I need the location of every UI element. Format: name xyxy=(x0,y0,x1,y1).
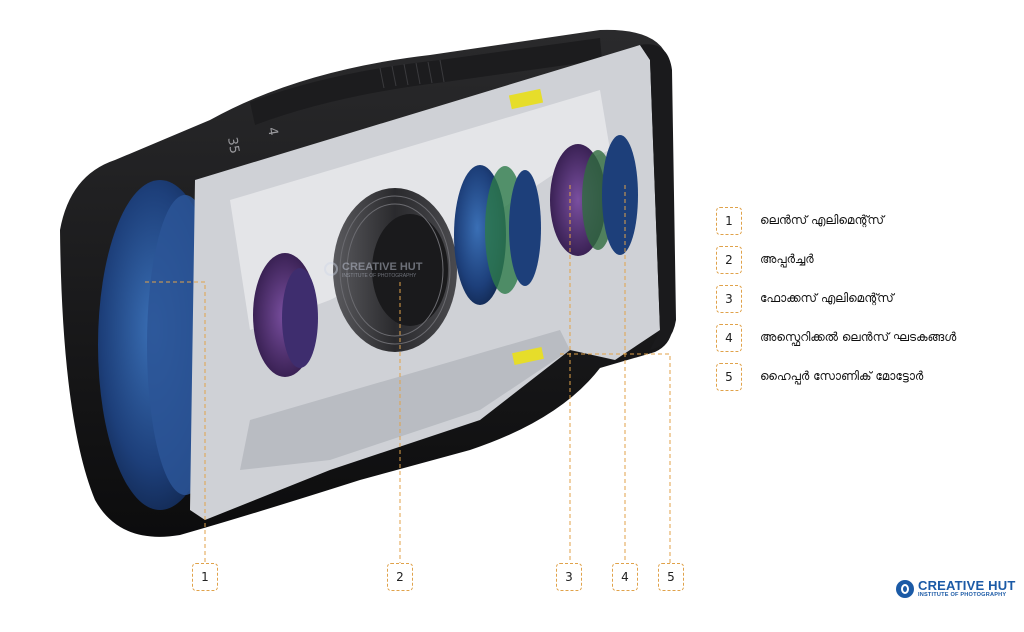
watermark: CREATIVE HUT INSTITUTE OF PHOTOGRAPHY xyxy=(322,260,472,282)
callout-number-2: 2 xyxy=(387,563,413,591)
hypersonic-motor-top xyxy=(508,88,544,110)
legend-label-2: അപ്പർച്ചർ xyxy=(760,252,814,266)
callout-line-1 xyxy=(145,281,206,563)
brand-logo-icon xyxy=(896,580,914,598)
callout-number-3: 3 xyxy=(556,563,582,591)
legend-number-2: 2 xyxy=(716,246,742,274)
callout-number-4: 4 xyxy=(612,563,638,591)
legend-number-4: 4 xyxy=(716,324,742,352)
barrel-mark-4: 4 xyxy=(264,126,280,137)
watermark-title: CREATIVE HUT xyxy=(342,261,423,273)
legend-label-3: ഫോക്കസ് എലിമെന്റ്സ് xyxy=(760,291,894,305)
callout-line-5 xyxy=(560,353,671,563)
callout-number-5: 5 xyxy=(658,563,684,591)
callout-lines xyxy=(145,185,671,563)
legend-number-5: 5 xyxy=(716,363,742,391)
brand-logo: CREATIVE HUT INSTITUTE OF PHOTOGRAPHY xyxy=(896,578,1015,602)
watermark-subtitle: INSTITUTE OF PHOTOGRAPHY xyxy=(342,273,417,279)
legend-number-3: 3 xyxy=(716,285,742,313)
legend-label-5: ഹൈപ്പർ സോണിക് മോട്ടോർ xyxy=(760,369,924,383)
legend-label-1: ലെൻസ് എലിമെന്റ്സ് xyxy=(760,213,884,227)
focus-ring-ribs xyxy=(250,38,602,125)
watermark-logo-icon xyxy=(324,262,338,276)
barrel-mark-35: 35 xyxy=(224,136,242,155)
brand-logo-subtitle: INSTITUTE OF PHOTOGRAPHY xyxy=(918,592,1007,598)
callout-number-1: 1 xyxy=(192,563,218,591)
legend-number-1: 1 xyxy=(716,207,742,235)
hypersonic-motor-bottom xyxy=(512,347,544,365)
brand-logo-title: CREATIVE HUT xyxy=(918,578,1016,593)
legend-label-4: അസ്ഫെറിക്കൽ ലെൻസ് ഘടകങ്ങൾ xyxy=(760,330,957,344)
